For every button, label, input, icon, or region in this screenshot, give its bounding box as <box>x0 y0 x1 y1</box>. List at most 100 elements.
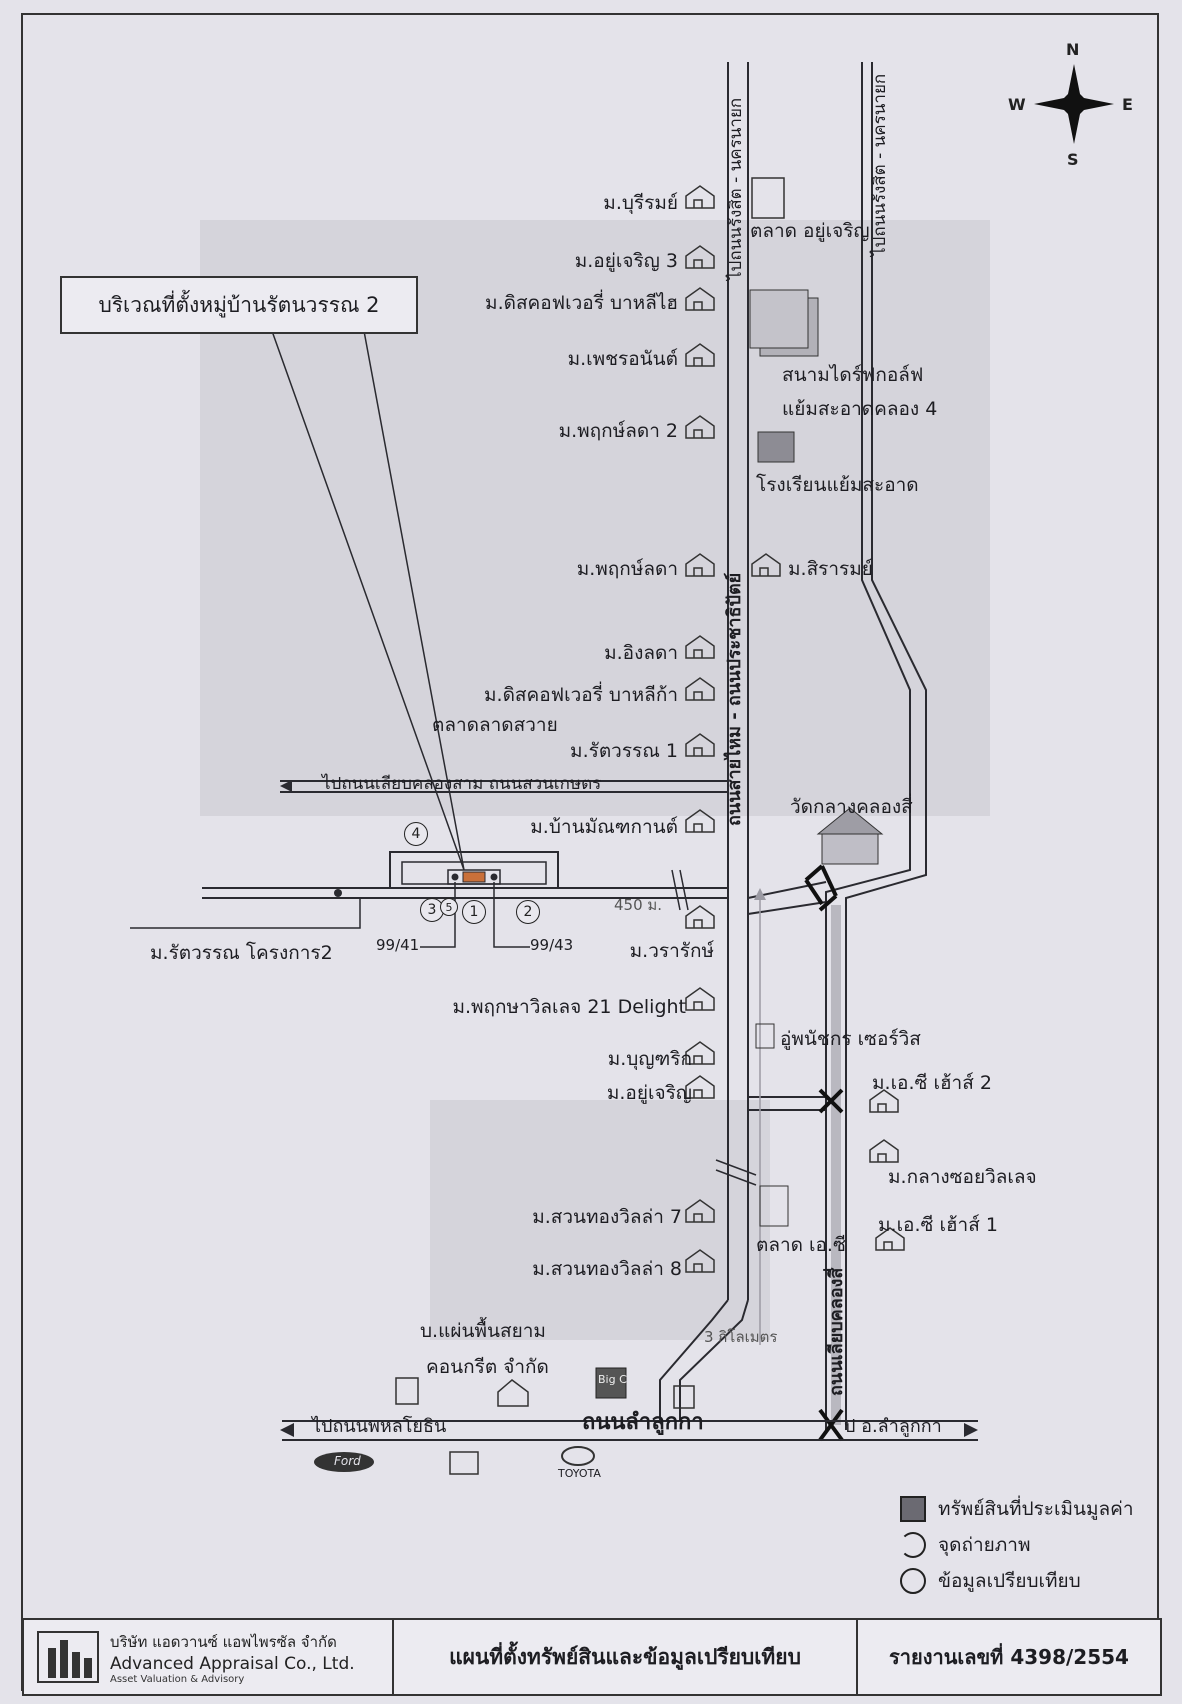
village-label: ม.พฤกษ์ลดา <box>576 558 678 580</box>
compass-west-label: W <box>1008 95 1026 114</box>
market-building <box>751 177 785 219</box>
main-road-label: ถนนสายไหม - ถนนประชาธิปัตย์ <box>724 572 745 826</box>
toyota-logo <box>561 1446 595 1466</box>
village-label: ม.อยู่เจริญ 3 <box>574 250 678 272</box>
school-label: โรงเรียนแย้มสะอาด <box>756 474 919 496</box>
temple-building <box>821 831 879 865</box>
house-icon <box>685 415 715 439</box>
big-c-sign <box>595 1367 627 1399</box>
house-icon <box>685 1075 715 1099</box>
company-name-th: บริษัท แอดวานซ์ แอพไพรซัล จำกัด <box>110 1632 337 1651</box>
road-to-rangsit-label-2: ไปถนนรังสิต - นครนายก <box>870 73 890 256</box>
lot-9943-leader <box>493 882 530 948</box>
dental-sign <box>449 1451 479 1475</box>
soi-loop <box>389 851 559 889</box>
house-icon <box>685 635 715 659</box>
company-sign <box>395 1377 419 1405</box>
house-icon <box>751 553 781 577</box>
bridge-1 <box>804 864 838 912</box>
house-icon <box>685 987 715 1011</box>
village-label: ม.พฤกษาวิลเลจ 21 Delight <box>452 996 686 1018</box>
house-icon <box>685 733 715 757</box>
village-label: ม.ดิสคอฟเวอรี่ บาหลีก้า <box>484 684 678 706</box>
compass-north-label: N <box>1066 40 1080 59</box>
compass-rose <box>1034 64 1114 144</box>
market-label: ตลาด อยู่เจริญ <box>750 220 870 242</box>
lot-9943-label: 99/43 <box>530 936 574 954</box>
report-number: รายงานเลขที่ 4398/2554 <box>889 1645 1129 1669</box>
golf-building-front <box>749 289 809 349</box>
village-label: ม.บ้านมัณฑกานต์ <box>530 816 678 838</box>
village-label: ม.บุญฑริก <box>607 1048 692 1070</box>
legend-comparable: ข้อมูลเปรียบเทียบ <box>900 1566 1081 1596</box>
distance-450-label: 450 ม. <box>614 896 663 914</box>
sirarom-label: ม.สิรารมย์ <box>788 558 873 580</box>
ac-house-2-label: ม.เอ.ซี เฮ้าส์ 2 <box>872 1072 992 1094</box>
company-house <box>497 1379 529 1407</box>
house-icon <box>685 1041 715 1065</box>
village-label: ม.สวนทองวิลล่า 7 <box>532 1206 682 1228</box>
east-road-left-edge <box>825 62 911 1430</box>
company-tagline: Asset Valuation & Advisory <box>110 1673 245 1685</box>
ac-house-1-label: ม.เอ.ซี เฮ้าส์ 1 <box>878 1214 998 1236</box>
village-label: ม.รัตวรรณ 1 <box>570 740 678 762</box>
photo-point-1: 1 <box>462 900 486 924</box>
company-label-2: คอนกรีต จำกัด <box>426 1356 549 1378</box>
south-road-left <box>659 1299 729 1420</box>
company-logo <box>37 1631 99 1683</box>
company-label-1: บ.แผ่นพื้นสยาม <box>420 1320 546 1342</box>
house-icon <box>685 245 715 269</box>
village-label: ม.เพชรอนันต์ <box>567 348 678 370</box>
project2-leader <box>130 898 361 929</box>
house-icon <box>685 677 715 701</box>
house-icon <box>685 553 715 577</box>
report-footer: บริษัท แอดวานซ์ แอพไพรซัล จำกัด Advanced… <box>22 1618 1162 1696</box>
legend-comparable-label: ข้อมูลเปรียบเทียบ <box>938 1570 1081 1592</box>
legend-subject-swatch <box>900 1496 926 1522</box>
house-icon <box>685 1249 715 1273</box>
temple-road-lower <box>747 901 827 915</box>
photo-point-2: 2 <box>516 900 540 924</box>
break-mark-1 <box>671 869 681 911</box>
village-label: ม.สวนทองวิลล่า 8 <box>532 1258 682 1280</box>
road-to-rangsit-label-1: ไปถนนรังสิต - นครนายก <box>726 97 746 280</box>
map-title: แผนที่ตั้งทรัพย์สินและข้อมูลเปรียบเทียบ <box>394 1620 858 1694</box>
garage-label: อู่พนัชกร เซอร์วิส <box>780 1028 921 1050</box>
house-icon <box>685 1199 715 1223</box>
south-break-1 <box>715 1159 757 1176</box>
bridge-3 <box>818 1408 844 1442</box>
house-icon <box>685 185 715 209</box>
garage-building <box>755 1023 775 1049</box>
ac-market-label: ตลาด เอ.ซี <box>756 1234 846 1256</box>
distance-arrow <box>754 888 766 900</box>
legend-photo-icon <box>900 1532 926 1558</box>
village-label: ม.พฤกษ์ลดา 2 <box>558 420 678 442</box>
legend-subject-label: ทรัพย์สินที่ประเมินมูลค่า <box>938 1498 1134 1520</box>
south-road-right <box>679 1299 749 1420</box>
lam-luk-ka-road-label: ถนนลำลูกกา <box>582 1410 704 1435</box>
village-label: ม.วรารักษ์ <box>629 940 714 962</box>
legend-comparable-icon <box>900 1568 926 1594</box>
soi-dot <box>334 889 342 897</box>
klong3-arrow <box>280 780 292 792</box>
ac-market-building <box>759 1185 789 1227</box>
to-phahonyothin-label: ไปถนนพหลโยธิน <box>312 1416 447 1437</box>
rattanawan-project2-label: ม.รัตวรรณ โครงการ2 <box>150 942 333 964</box>
legend-photo: จุดถ่ายภาพ <box>900 1530 1031 1560</box>
subject-callout: บริเวณที่ตั้งหมู่บ้านรัตนวรรณ 2 <box>60 276 418 334</box>
golf-label-2: แย้มสะอาดคลอง 4 <box>782 398 938 420</box>
klong3-road-label: ไปถนนเลียบคลองสาม ถนนสวนเกษตร <box>322 774 602 794</box>
village-label: ม.อยู่เจริญ <box>606 1082 692 1104</box>
compass-south-label: S <box>1067 150 1079 169</box>
house-icon <box>685 343 715 367</box>
callout-title: บริเวณที่ตั้งหมู่บ้านรัตนวรรณ 2 <box>98 292 380 317</box>
photo-point-5: 5 <box>440 898 458 916</box>
market-lat-sawai-label: ตลาดลาดสวาย <box>432 714 558 736</box>
company-name-en: Advanced Appraisal Co., Ltd. <box>110 1653 355 1674</box>
klong4-road-label: ถนนเลียบคลองสี่ <box>826 1267 847 1396</box>
south-break-2 <box>715 1169 757 1186</box>
house-icon <box>869 1089 899 1113</box>
lot-9941-label: 99/41 <box>376 936 420 954</box>
